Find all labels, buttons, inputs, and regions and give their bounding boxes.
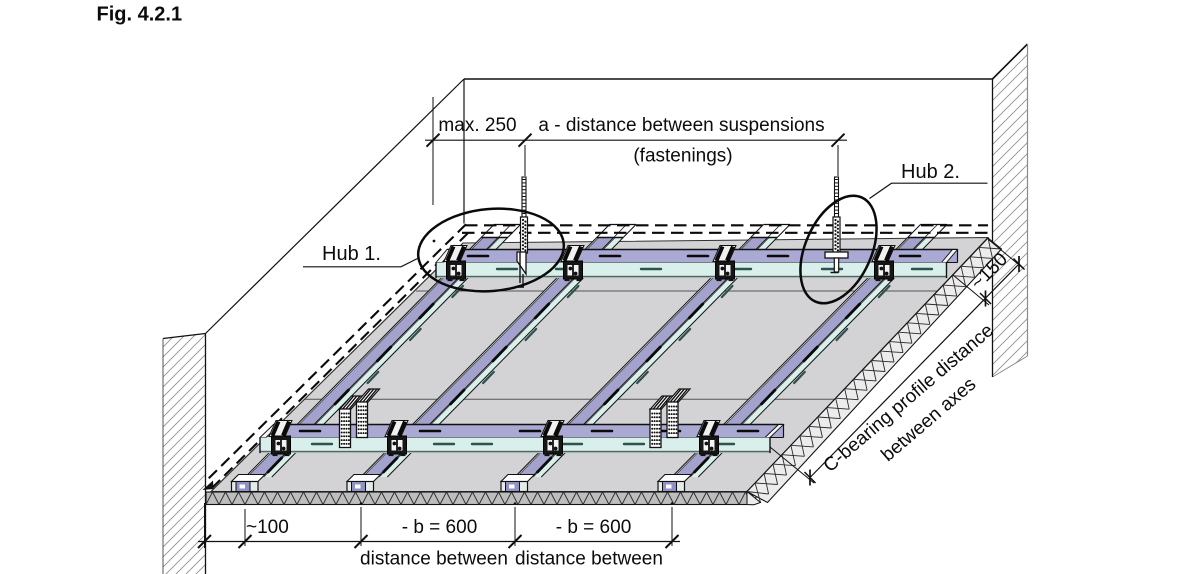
svg-text:(fastenings): (fastenings): [633, 146, 732, 167]
svg-text:Fig. 4.2.1: Fig. 4.2.1: [97, 4, 183, 26]
svg-text:distance between: distance between: [515, 549, 663, 570]
svg-text:distance between: distance between: [360, 549, 508, 570]
svg-text:max. 250: max. 250: [438, 115, 516, 136]
svg-text:Hub 2.: Hub 2.: [901, 161, 960, 183]
svg-text:Hub 1.: Hub 1.: [322, 243, 381, 265]
svg-text:a - distance between suspensio: a - distance between suspensions: [538, 115, 824, 136]
svg-text:- b = 600: - b = 600: [556, 517, 632, 538]
svg-text:~100: ~100: [246, 517, 289, 538]
svg-text:- b = 600: - b = 600: [402, 517, 478, 538]
